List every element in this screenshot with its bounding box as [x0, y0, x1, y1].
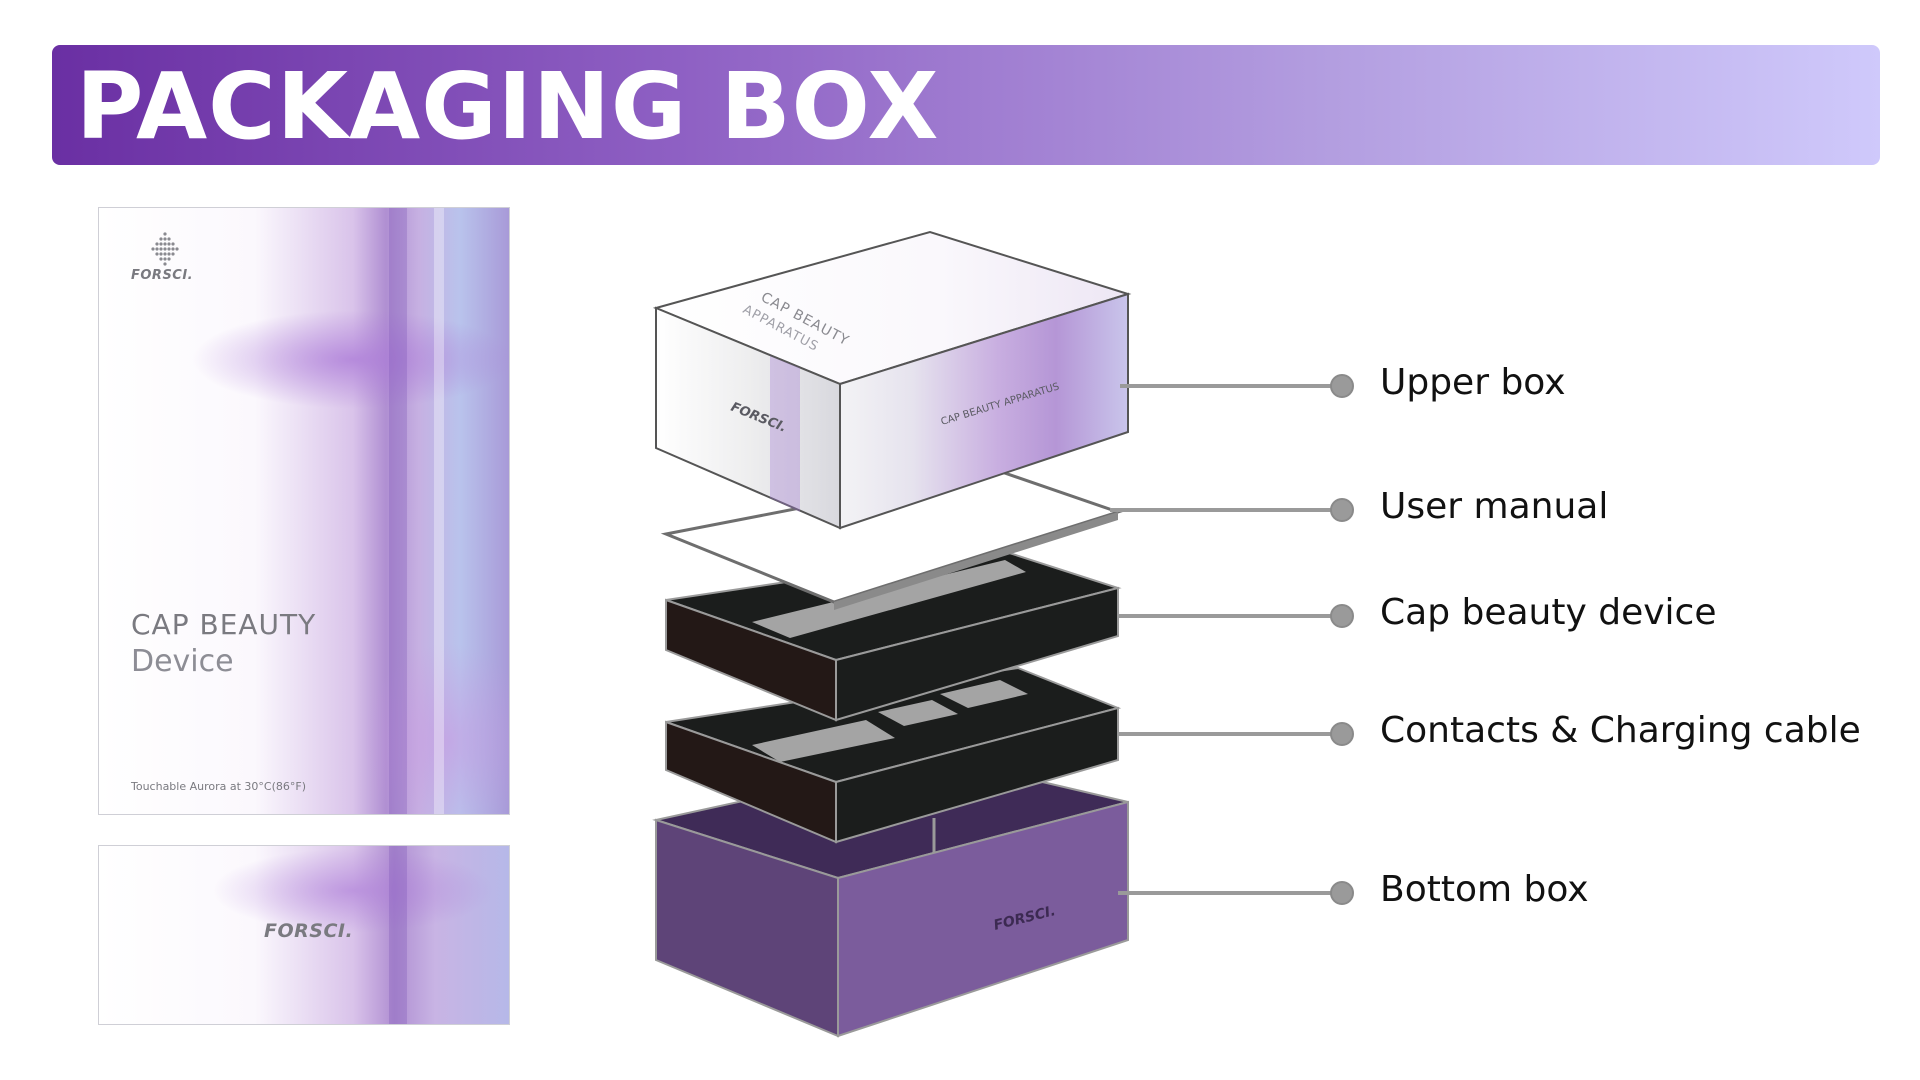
aurora-gradient: [99, 208, 509, 814]
connector-dot-contacts: [1330, 722, 1354, 746]
color-stripe: [389, 846, 407, 1024]
upper-box: CAP BEAUTY APPARATUS FORSCI. CAP BEAUTY …: [652, 230, 1132, 530]
color-stripe: [389, 208, 407, 814]
aurora-gradient: [99, 846, 509, 1024]
connector-dot-user-manual: [1330, 498, 1354, 522]
brand-logo-icon: [151, 232, 179, 266]
product-title: CAP BEAUTY: [131, 608, 317, 641]
label-cap-beauty-device: Cap beauty device: [1380, 592, 1717, 633]
brand-logo-text: FORSCI.: [131, 268, 194, 283]
label-user-manual: User manual: [1380, 486, 1609, 527]
page-title: PACKAGING BOX: [76, 53, 940, 160]
header-banner: PACKAGING BOX: [52, 45, 1880, 165]
connector-dot-device: [1330, 604, 1354, 628]
box-front-panel: FORSCI. CAP BEAUTY Device Touchable Auro…: [98, 207, 510, 815]
label-upper-box: Upper box: [1380, 362, 1566, 403]
device-tray: [665, 548, 1122, 722]
product-subtitle: Device: [131, 644, 234, 679]
product-footnote: Touchable Aurora at 30°C(86°F): [131, 780, 307, 793]
label-bottom-box: Bottom box: [1380, 869, 1589, 910]
side-brand-logo: FORSCI.: [264, 920, 354, 942]
connectors: [1110, 374, 1354, 905]
label-contacts-charging: Contacts & Charging cable: [1380, 710, 1861, 751]
connector-dot-upper-box: [1330, 374, 1354, 398]
connector-dot-bottom-box: [1330, 881, 1354, 905]
light-stripe: [434, 208, 444, 814]
contacts-tray: [665, 666, 1122, 844]
box-side-panel: FORSCI.: [98, 845, 510, 1025]
